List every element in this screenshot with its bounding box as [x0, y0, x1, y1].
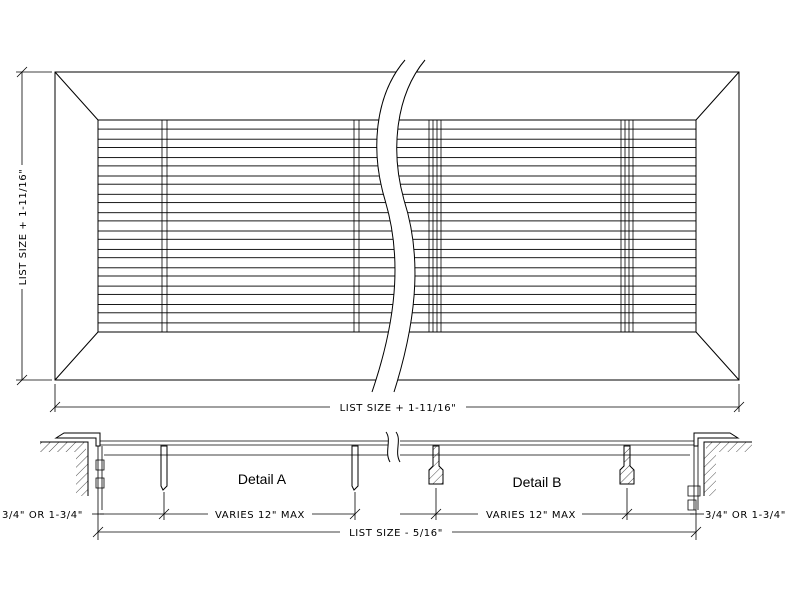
- height-dimension: LIST SIZE + 1-11/16": [14, 66, 52, 386]
- flange-right-label: 3/4" OR 1-3/4": [705, 510, 786, 521]
- dimension-tick: [92, 526, 104, 538]
- wall-hatch: [76, 452, 88, 496]
- frame-clip-left: [95, 459, 105, 489]
- width-dimension: LIST SIZE + 1-11/16": [49, 384, 745, 414]
- wall-hatch: [40, 442, 86, 452]
- front-view: [54, 59, 740, 393]
- mitre-line: [54, 71, 99, 121]
- label-mask: [14, 165, 30, 289]
- dimension-tick: [690, 526, 702, 538]
- dimension-tick: [16, 374, 28, 386]
- dimension-tick: [16, 66, 28, 78]
- mitre-line: [54, 331, 99, 381]
- break-line: [393, 59, 426, 393]
- dimension-tick: [621, 508, 633, 520]
- flange-left-label: 3/4" OR 1-3/4": [2, 510, 83, 521]
- label-mask: [208, 507, 312, 521]
- detail-a-label: Detail A: [238, 471, 287, 487]
- support-profile-a: [160, 445, 168, 491]
- wall-hatch: [706, 442, 752, 452]
- section-break: [395, 431, 401, 463]
- section-view: Detail A Detail B VARIES 12" MAX VARIES …: [2, 431, 786, 540]
- support-bar-group: [161, 120, 634, 332]
- support-profile-a: [351, 445, 359, 491]
- detail-b-label: Detail B: [512, 474, 561, 490]
- dimension-tick: [349, 508, 361, 520]
- break-line: [371, 59, 406, 393]
- mitre-line: [695, 331, 740, 381]
- dimension-tick: [733, 401, 745, 413]
- wall-edge: [703, 441, 752, 496]
- label-mask: [478, 507, 582, 521]
- section-break: [385, 431, 391, 463]
- support-profile-b: [619, 445, 635, 485]
- support-profile-b: [428, 445, 444, 485]
- bottom-width-label: LIST SIZE - 5/16": [349, 528, 443, 539]
- varies-right-label: VARIES 12" MAX: [486, 510, 576, 521]
- label-mask: [330, 400, 466, 414]
- height-dimension-label: LIST SIZE + 1-11/16": [18, 169, 29, 286]
- width-dimension-label: LIST SIZE + 1-11/16": [340, 403, 457, 414]
- dimension-tick: [49, 401, 61, 413]
- varies-left-label: VARIES 12" MAX: [215, 510, 305, 521]
- label-mask: [340, 525, 452, 539]
- frame-leg-right: [693, 446, 699, 510]
- dimension-tick: [158, 508, 170, 520]
- wall-hatch: [704, 452, 716, 496]
- break-band: [372, 60, 425, 392]
- mitre-line: [695, 71, 740, 121]
- wall-edge: [40, 441, 89, 496]
- frame-profile-right: [693, 432, 740, 447]
- dimension-tick: [430, 508, 442, 520]
